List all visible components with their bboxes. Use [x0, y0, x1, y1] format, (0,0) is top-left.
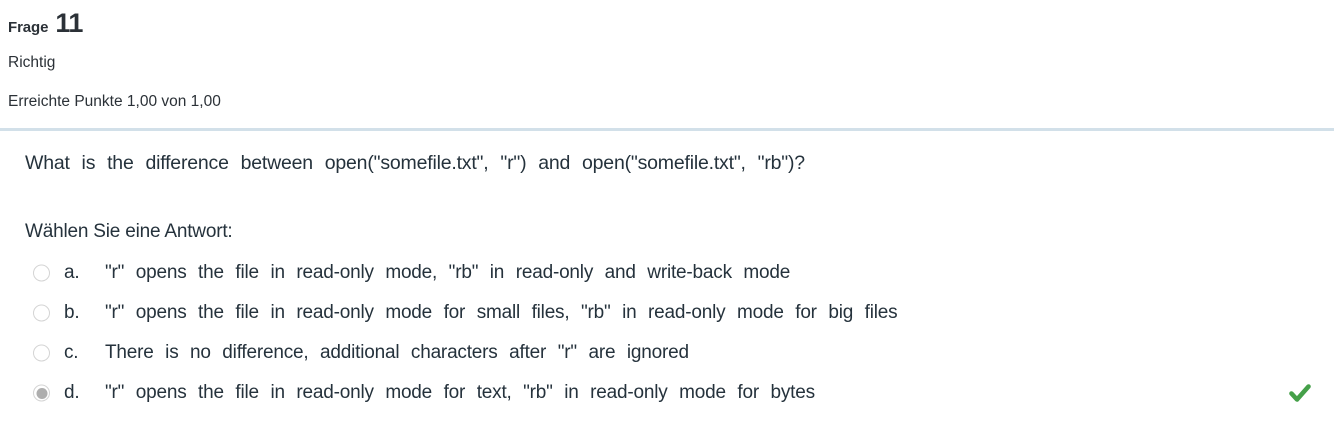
option-letter-c: c. — [64, 342, 79, 363]
radio-option-d[interactable] — [33, 384, 50, 402]
question-status: Richtig — [8, 54, 56, 71]
question-header: Frage 11 — [8, 8, 83, 39]
question-label: Frage — [8, 19, 49, 36]
question-number: 11 — [55, 8, 83, 38]
option-text-d[interactable]: "r" opens the file in read-only mode for… — [105, 382, 815, 403]
radio-option-b[interactable] — [33, 304, 50, 322]
answer-option-b: b. "r" opens the file in read-only mode … — [0, 297, 1334, 329]
answer-option-c: c. There is no difference, additional ch… — [0, 337, 1334, 369]
question-text: What is the difference between open("som… — [25, 152, 805, 174]
radio-option-c[interactable] — [33, 344, 50, 362]
answer-prompt: Wählen Sie eine Antwort: — [25, 221, 233, 242]
answer-option-a: a. "r" opens the file in read-only mode,… — [0, 257, 1334, 289]
checkmark-icon — [1288, 382, 1312, 404]
radio-option-a[interactable] — [33, 264, 50, 282]
option-letter-b: b. — [64, 302, 80, 323]
option-text-b[interactable]: "r" opens the file in read-only mode for… — [105, 302, 898, 323]
option-letter-a: a. — [64, 262, 80, 283]
question-points: Erreichte Punkte 1,00 von 1,00 — [8, 93, 221, 110]
header-divider — [0, 128, 1334, 131]
option-letter-d: d. — [64, 382, 80, 403]
option-text-a[interactable]: "r" opens the file in read-only mode, "r… — [105, 262, 791, 283]
answer-option-d: d. "r" opens the file in read-only mode … — [0, 377, 1334, 409]
option-text-c[interactable]: There is no difference, additional chara… — [105, 342, 689, 363]
